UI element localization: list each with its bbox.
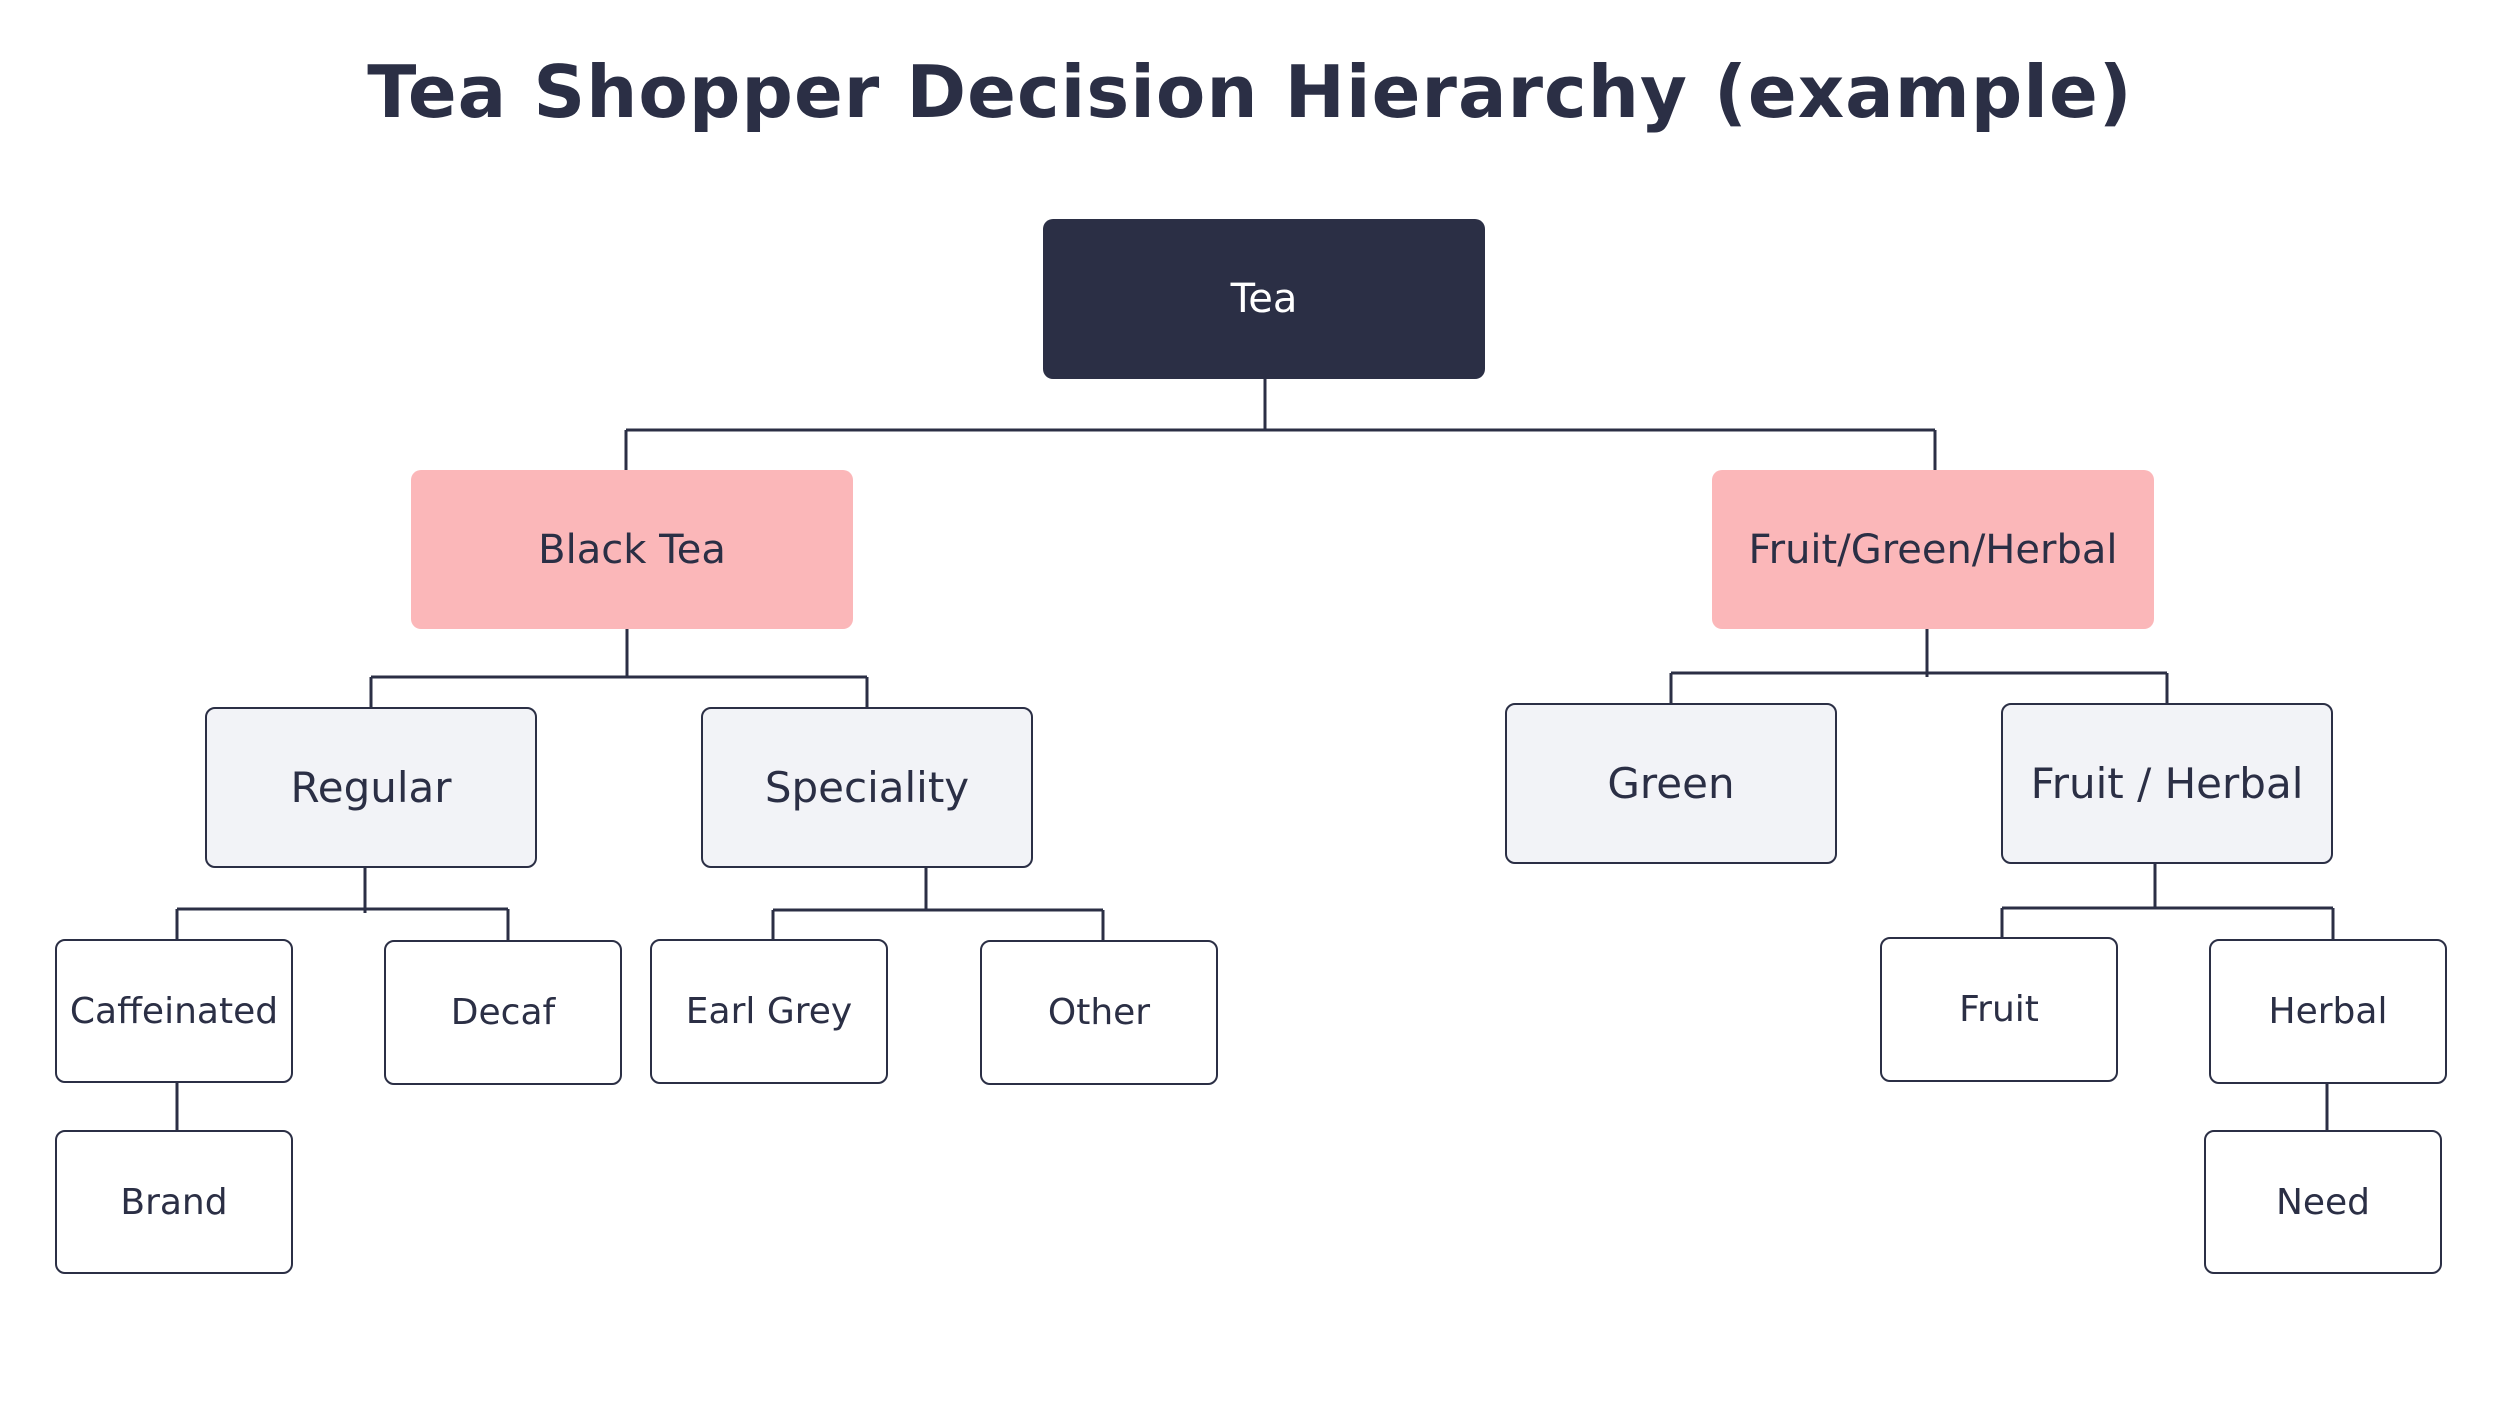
node-fruit: Fruit: [1880, 937, 2118, 1082]
connector-fruit-green-herbal: [1669, 629, 2169, 705]
node-earl-grey: Earl Grey: [650, 939, 888, 1084]
connector-speciality: [771, 868, 1105, 942]
connector-root: [624, 379, 1937, 472]
node-black-tea: Black Tea: [411, 470, 853, 629]
connector-fruit-herbal: [2000, 864, 2335, 941]
node-decaf: Decaf: [384, 940, 622, 1085]
node-need: Need: [2204, 1130, 2442, 1274]
node-tea: Tea: [1043, 219, 1485, 379]
node-green: Green: [1505, 703, 1837, 864]
node-caffeinated: Caffeinated: [55, 939, 293, 1083]
node-brand: Brand: [55, 1130, 293, 1274]
node-fruit-green-herbal: Fruit/Green/Herbal: [1712, 470, 2154, 629]
connector-regular: [175, 868, 510, 942]
node-regular: Regular: [205, 707, 537, 868]
node-other: Other: [980, 940, 1218, 1085]
node-speciality: Speciality: [701, 707, 1033, 868]
diagram-title: Tea Shopper Decision Hierarchy (example): [367, 50, 2133, 134]
node-herbal: Herbal: [2209, 939, 2447, 1084]
node-fruit-herbal: Fruit / Herbal: [2001, 703, 2333, 864]
connector-black-tea: [369, 629, 869, 709]
